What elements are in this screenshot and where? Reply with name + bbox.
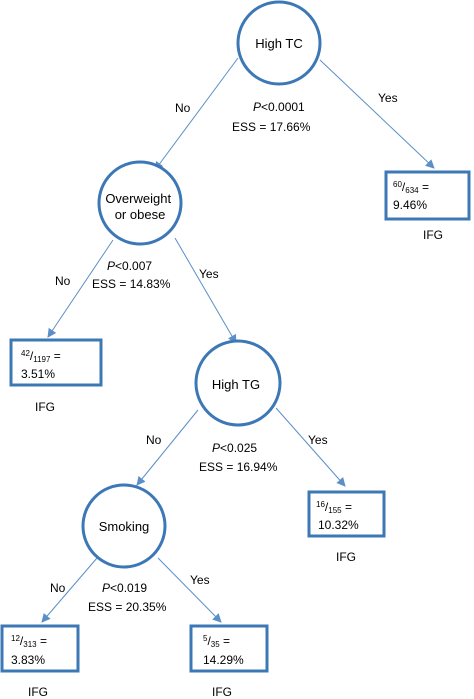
edge-high-tg-yes — [275, 407, 346, 487]
stat-high-tg-p: P<0.025 — [212, 441, 257, 455]
leaf-tg-yes-percent: 10.32% — [318, 518, 359, 532]
node-high-tg-label: High TG — [212, 377, 260, 392]
node-overweight: Overweight or obese — [97, 160, 183, 246]
leaf-tc-yes-percent: 9.46% — [393, 198, 427, 212]
leaf-ow-no-outcome: IFG — [35, 400, 55, 414]
stat-smoking: P<0.019 ESS = 20.35% — [88, 581, 167, 614]
leaf-tg-yes-fraction: 16/155 = — [316, 500, 352, 515]
leaf-sm-yes: 5/35 = 14.29% IFG — [189, 624, 269, 699]
leaf-sm-yes-fraction: 5/35 = — [203, 634, 230, 649]
leaf-sm-no-outcome: IFG — [28, 685, 48, 699]
leaf-sm-yes-outcome: IFG — [212, 685, 232, 699]
leaf-ow-no-percent: 3.51% — [21, 367, 55, 381]
leaf-ow-no-fraction: 42/1197 = — [21, 349, 61, 364]
node-high-tc: High TC — [236, 0, 322, 86]
node-high-tg-circle — [194, 339, 282, 427]
stat-high-tg-ess: ESS = 16.94% — [199, 460, 278, 474]
branch-label-overweight-yes: Yes — [199, 267, 219, 281]
leaf-tg-yes-outcome: IFG — [336, 550, 356, 564]
edge-high-tc-yes — [319, 59, 435, 169]
branch-label-smoking-yes: Yes — [190, 573, 210, 587]
stat-high-tc: P<0.0001 ESS = 17.66% — [232, 100, 311, 134]
edge-overweight-no — [47, 239, 114, 338]
leaf-sm-no-box — [0, 624, 80, 673]
leaf-tc-yes-outcome: IFG — [423, 228, 443, 242]
branch-label-high-tc-yes: Yes — [378, 91, 398, 105]
node-high-tc-circle — [236, 0, 322, 86]
leaf-sm-no-fraction: 12/313 = — [11, 634, 47, 649]
edge-high-tc-no — [154, 57, 239, 171]
stat-high-tc-ess: ESS = 17.66% — [232, 120, 311, 134]
branch-label-high-tg-no: No — [146, 433, 162, 447]
leaf-sm-no: 12/313 = 3.83% IFG — [0, 624, 80, 699]
edge-overweight-yes — [174, 237, 237, 344]
stat-overweight-p: P<0.007 — [107, 259, 152, 273]
branch-labels: No Yes No Yes No Yes No Yes — [50, 91, 398, 595]
leaf-sm-yes-percent: 14.29% — [203, 653, 244, 667]
branch-label-high-tc-no: No — [175, 101, 191, 115]
stat-overweight: P<0.007 ESS = 14.83% — [92, 259, 171, 291]
leaf-sm-yes-box — [189, 624, 269, 673]
edge-high-tg-no — [136, 409, 199, 486]
leaf-ow-no: 42/1197 = 3.51% IFG — [9, 338, 103, 414]
leaf-tc-yes: 60/634 = 9.46% IFG — [384, 170, 471, 242]
leaf-tg-yes: 16/155 = 10.32% IFG — [307, 490, 386, 564]
edge-smoking-no — [41, 557, 98, 623]
leaf-tc-yes-box — [384, 170, 471, 221]
branch-label-overweight-no: No — [55, 274, 71, 288]
edges — [41, 57, 435, 623]
leaf-ow-no-box — [9, 338, 103, 387]
branch-label-smoking-no: No — [50, 581, 66, 595]
leaf-sm-no-percent: 3.83% — [11, 653, 45, 667]
leaf-tg-yes-box — [307, 490, 386, 538]
node-smoking-circle — [81, 483, 167, 569]
stat-smoking-ess: ESS = 20.35% — [88, 600, 167, 614]
node-smoking-label: Smoking — [99, 519, 150, 534]
node-overweight-circle — [97, 160, 183, 246]
branch-label-high-tg-yes: Yes — [308, 433, 328, 447]
node-smoking: Smoking — [81, 483, 167, 569]
leaf-tc-yes-fraction: 60/634 = — [393, 180, 429, 195]
node-high-tg: High TG — [194, 339, 282, 427]
stat-high-tg: P<0.025 ESS = 16.94% — [199, 441, 278, 474]
edge-smoking-yes — [157, 557, 222, 623]
node-overweight-label: Overweight or obese — [105, 191, 174, 222]
node-high-tc-label: High TC — [255, 36, 302, 51]
stat-smoking-p: P<0.019 — [102, 581, 147, 595]
stat-overweight-ess: ESS = 14.83% — [92, 277, 171, 291]
stat-high-tc-p: P<0.0001 — [253, 100, 305, 114]
